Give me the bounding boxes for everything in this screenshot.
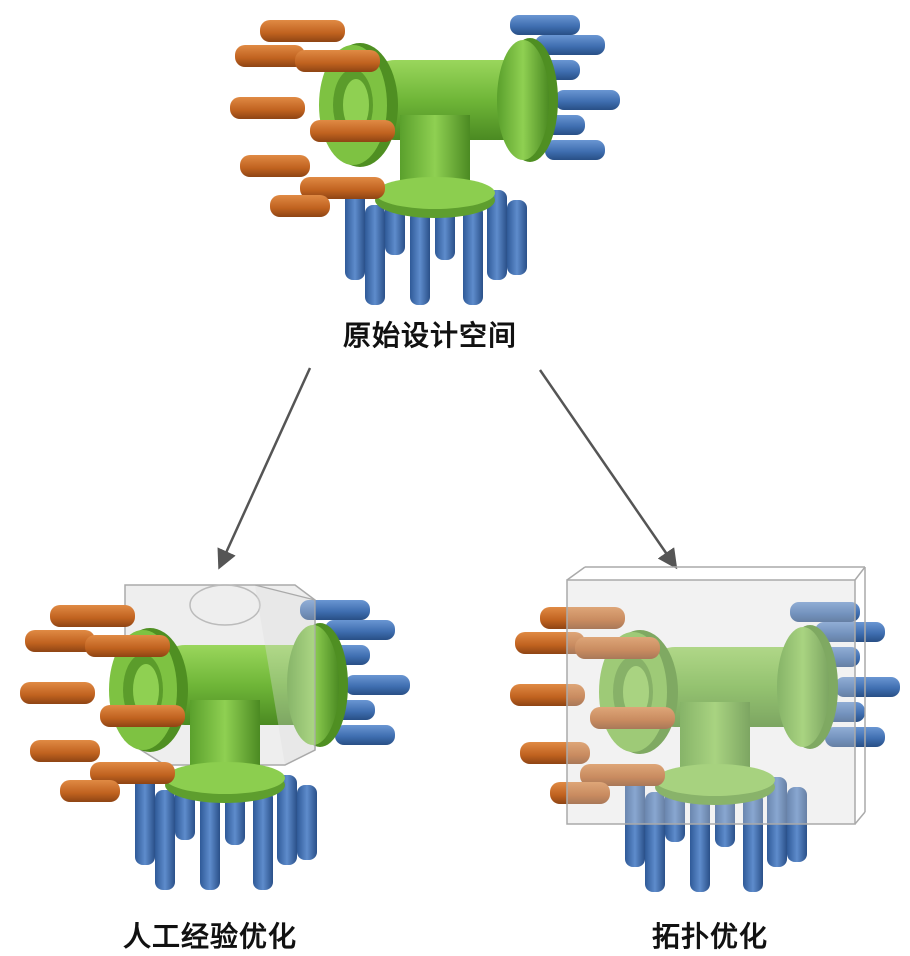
assembly-manual [20, 584, 410, 890]
label-topology-optimization: 拓扑优化 [651, 920, 768, 953]
label-manual-optimization: 人工经验优化 [122, 920, 297, 953]
arrow-down-left [217, 367, 312, 570]
assembly-topology [510, 566, 900, 892]
label-original-design-space: 原始设计空间 [342, 319, 517, 352]
assembly-original [230, 15, 620, 305]
transparent-box-icon [566, 566, 866, 825]
arrow-down-right [538, 369, 678, 570]
